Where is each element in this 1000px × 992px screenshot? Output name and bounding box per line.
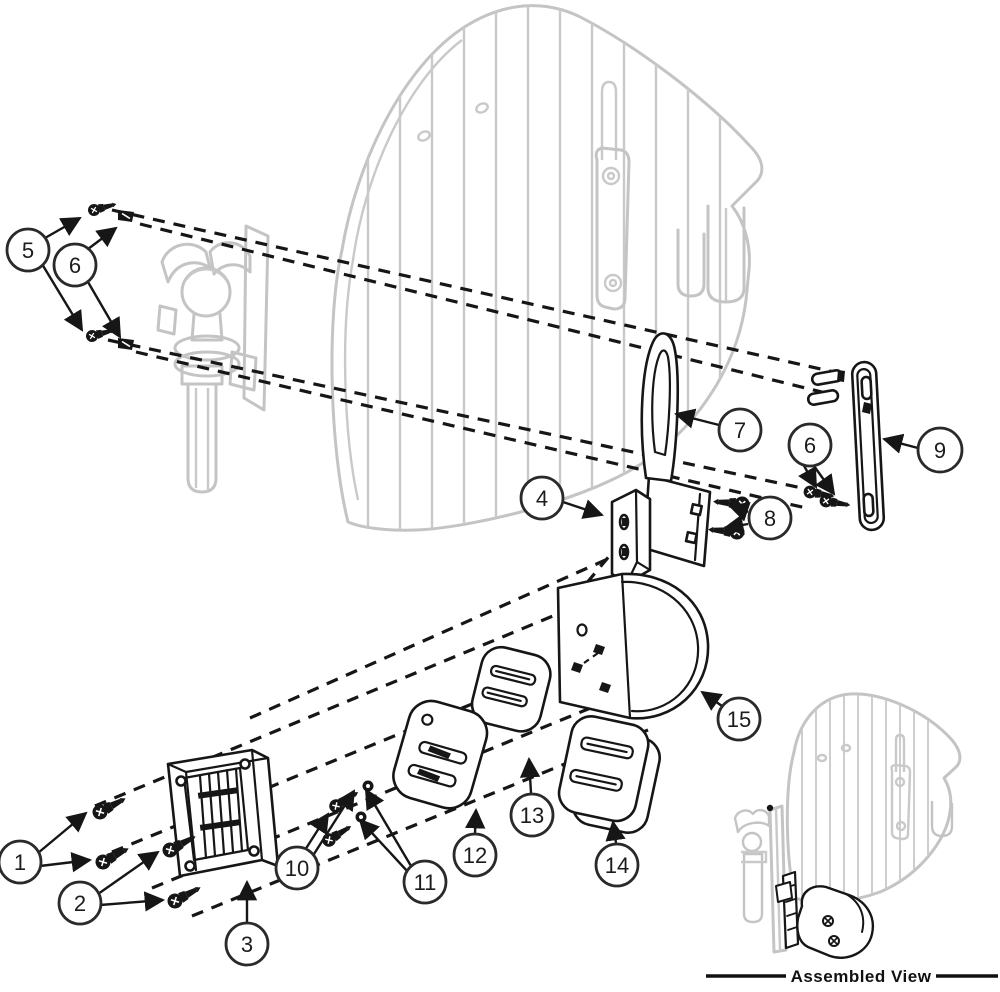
svg-text:9: 9: [934, 438, 946, 463]
callout-14: 14: [594, 842, 640, 888]
screw-icon: [817, 492, 853, 513]
dashed-line: [249, 556, 611, 720]
screws-strap: [706, 493, 751, 541]
part-slotted-bracket-13: [470, 645, 552, 733]
backrest-cane-tubes: [676, 204, 746, 304]
callout-6-left: 6: [52, 242, 98, 288]
callout-12: 12: [452, 832, 498, 878]
screw-icon: [325, 785, 363, 817]
leader-arrows: [37, 216, 919, 922]
callout-6-right: 6: [787, 422, 833, 468]
ghost-headrest-mount: [156, 224, 270, 494]
dashed-line: [107, 338, 817, 493]
ghost-backrest-shell: [330, 4, 764, 532]
callout-8: 8: [747, 495, 793, 541]
callout-7: 7: [717, 407, 763, 453]
callout-1: 1: [0, 839, 43, 885]
backrest-outline: [330, 4, 764, 532]
nut-icon: [362, 780, 374, 792]
caption-text: Assembled View: [791, 967, 932, 986]
clip-nut-icon: [117, 209, 135, 223]
callout-13: 13: [509, 792, 555, 838]
backrest-keyhole-track: [594, 80, 631, 311]
assembled-view-thumbnail: Assembled View: [706, 692, 998, 986]
callout-10: 10: [274, 845, 320, 891]
svg-text:14: 14: [605, 853, 629, 878]
svg-text:8: 8: [764, 506, 776, 531]
backrest-ribs: [343, 5, 722, 531]
svg-text:15: 15: [727, 707, 751, 732]
assembled-view-caption: Assembled View: [706, 967, 998, 986]
part-rear-mount-plate: [801, 360, 886, 532]
part-receiver-pad: [556, 572, 710, 720]
dashed-line: [139, 222, 839, 398]
svg-text:7: 7: [734, 418, 746, 443]
part-spacer-block: [610, 488, 652, 585]
screw-icon: [711, 493, 751, 513]
svg-text:1: 1: [14, 850, 26, 875]
mini-backrest-ribs: [801, 693, 929, 903]
svg-text:5: 5: [22, 238, 34, 263]
svg-text:4: 4: [536, 486, 548, 511]
mini-headrest-mount: [733, 808, 771, 924]
backrest-hole: [417, 130, 431, 142]
svg-text:12: 12: [463, 843, 487, 868]
screw-icon: [92, 840, 133, 873]
svg-text:6: 6: [804, 433, 816, 458]
callout-4: 4: [519, 475, 565, 521]
part-hanger-strap: [640, 332, 712, 568]
part-slotted-bracket-12: [392, 699, 489, 810]
part-clamp-plate: [166, 748, 280, 878]
dashed-line: [135, 350, 807, 510]
svg-text:10: 10: [285, 856, 309, 881]
screw-icon: [89, 790, 130, 823]
mini-backrest-outline: [785, 692, 962, 904]
screw-icon: [164, 879, 205, 912]
mini-assembled-bracket: [766, 804, 875, 959]
callout-5: 5: [5, 227, 51, 273]
callout-2: 2: [57, 880, 103, 926]
callout-3: 3: [224, 921, 270, 967]
screw-icon: [86, 197, 119, 218]
svg-text:6: 6: [69, 253, 81, 278]
svg-text:2: 2: [74, 891, 86, 916]
callout-9: 9: [916, 426, 964, 474]
callout-15: 15: [716, 696, 762, 742]
clip-nut-icon: [117, 337, 135, 351]
backrest-hole: [475, 102, 489, 114]
part-slotted-bracket-14: [557, 715, 661, 834]
svg-text:3: 3: [241, 932, 253, 957]
svg-text:13: 13: [520, 803, 544, 828]
callout-11: 11: [402, 859, 448, 905]
svg-text:11: 11: [414, 870, 437, 895]
